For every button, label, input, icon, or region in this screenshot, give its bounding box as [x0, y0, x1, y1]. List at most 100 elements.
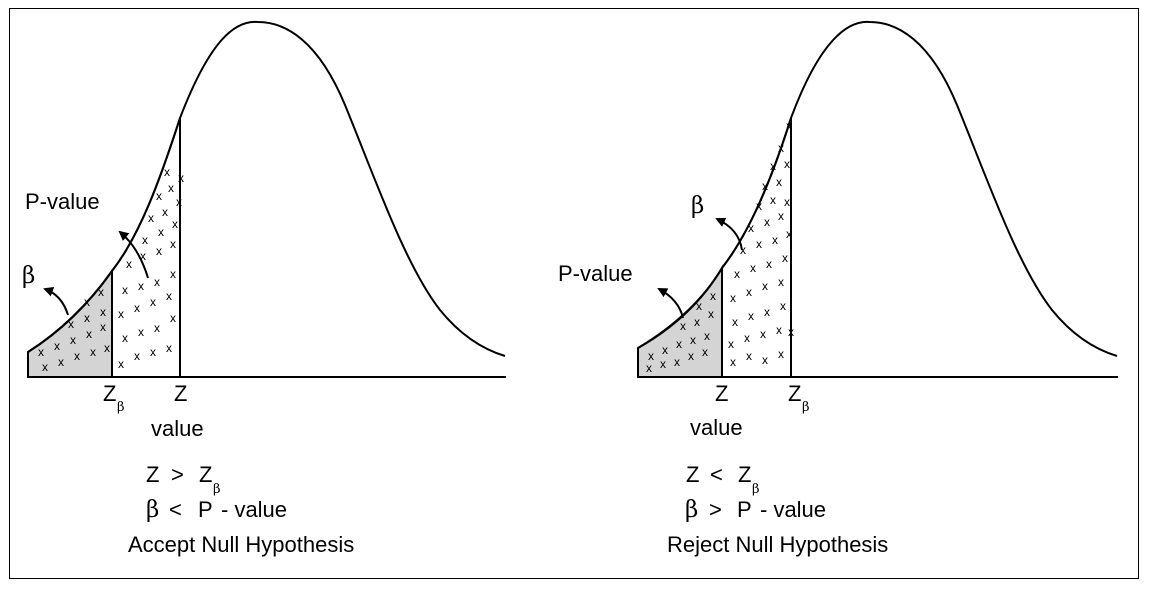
left-hatch-x: x [170, 267, 176, 281]
left-hatch-x: x [154, 275, 160, 289]
left-hatch-x: x [166, 341, 172, 355]
right-hatch-x: x [766, 257, 772, 271]
left-hatch-x: x [162, 205, 168, 219]
left-zbeta-label: Z [103, 381, 116, 406]
right-hatch-x: x [708, 307, 714, 321]
right-hatch-x: x [756, 199, 762, 213]
right-hatch-x: x [646, 361, 652, 375]
right-hatch-x: x [762, 179, 768, 193]
left-condition-value: - value [221, 497, 287, 522]
left-hatch-x: x [156, 244, 162, 258]
right-hatch-x: x [690, 333, 696, 347]
right-hatch-x: x [746, 285, 752, 299]
left-hatch-x: x [138, 325, 144, 339]
right-hatch-x: x [728, 337, 734, 351]
right-hatch-x: x [676, 337, 682, 351]
right-hatch-x: x [750, 261, 756, 275]
left-conclusion: Accept Null Hypothesis [128, 532, 354, 557]
right-value-label: value [690, 415, 743, 440]
left-hatch-x: x [74, 349, 80, 363]
left-pvalue-arrow [118, 230, 149, 279]
right-hatch-x: x [730, 355, 736, 369]
right-hatch-x: x [748, 221, 754, 235]
left-hatch-x: x [126, 257, 132, 271]
right-hatch-x: x [734, 267, 740, 281]
right-hatch-x: x [788, 325, 794, 339]
right-hatch-x: x [732, 315, 738, 329]
right-hatch-x: x [778, 141, 784, 155]
right-hatch-x: x [702, 345, 708, 359]
left-hatch-x: x [58, 355, 64, 369]
right-condition-zbeta: Z [738, 462, 751, 487]
right-hatch-x: x [674, 355, 680, 369]
right-hatch-x: x [782, 251, 788, 265]
right-hatch-x: x [784, 157, 790, 171]
left-hatch-x: x [134, 301, 140, 315]
left-hatch-x: x [38, 345, 44, 359]
left-hatch-x: x [42, 360, 48, 374]
right-hatch-x: x [662, 343, 668, 357]
right-hatch-x: x [710, 289, 716, 303]
right-hatch-x: x [740, 243, 746, 257]
left-hatch-x: x [100, 320, 106, 334]
left-pvalue-label: P-value [25, 189, 100, 214]
right-zbeta-subscript: β [802, 400, 810, 415]
right-hatch-x: x [746, 349, 752, 363]
left-hatch-x: x [140, 249, 146, 263]
left-hatch-x: x [142, 233, 148, 247]
right-hatch-x: x [744, 331, 750, 345]
right-condition-op2: > [709, 497, 722, 522]
left-value-label: value [151, 416, 204, 441]
left-z-label: Z [174, 381, 187, 406]
right-hatch-x: x [680, 319, 686, 333]
right-hatch-x: x [772, 233, 778, 247]
left-hatch-x: x [70, 333, 76, 347]
left-hatch-x: x [176, 195, 182, 209]
right-hatch-x: x [770, 193, 776, 207]
right-hatch-x: x [776, 323, 782, 337]
left-hatch-x: x [86, 327, 92, 341]
right-hatch-x: x [696, 299, 702, 313]
right-hatch-x: x [784, 195, 790, 209]
right-hatch-x: x [778, 347, 784, 361]
right-hatch-x: x [756, 237, 762, 251]
right-hatch-x: x [760, 327, 766, 341]
right-hatch-x: x [778, 275, 784, 289]
left-hatch-x: x [122, 331, 128, 345]
right-bell-curve [637, 20, 1118, 357]
right-condition-op1: < [710, 462, 723, 487]
left-condition-p: P [198, 497, 213, 522]
right-hatch-x: x [778, 209, 784, 223]
left-hatch-x: x [150, 295, 156, 309]
left-condition-z: Z [146, 462, 159, 487]
right-zbeta-label: Z [788, 381, 801, 406]
left-hatch-x: x [118, 357, 124, 371]
left-hatch-x: x [158, 225, 164, 239]
right-hatch-x: x [704, 329, 710, 343]
right-condition-z: Z [686, 462, 699, 487]
right-hatch-x: x [688, 349, 694, 363]
right-hatch-x: x [770, 159, 776, 173]
left-hatch-x: x [84, 295, 90, 309]
right-hatch-x: x [786, 227, 792, 241]
right-beta-label: β [691, 193, 704, 219]
right-hatch-x: x [786, 119, 792, 133]
left-condition-op1: > [171, 462, 184, 487]
right-condition-value: - value [760, 497, 826, 522]
right-hatch-x: x [648, 349, 654, 363]
left-beta-arrow [43, 287, 69, 316]
right-hatch-x: x [730, 291, 736, 305]
left-hatch-x: x [98, 285, 104, 299]
right-hatch-x: x [660, 357, 666, 371]
right-hatch-x: x [764, 215, 770, 229]
left-condition-zbeta-sub: β [213, 482, 221, 497]
left-hatch-x: x [150, 345, 156, 359]
left-hatch-x: x [156, 189, 162, 203]
left-hatch-x: x [166, 289, 172, 303]
right-condition-p: P [737, 497, 752, 522]
right-hatch-x: x [780, 299, 786, 313]
left-hatch-x: x [170, 311, 176, 325]
left-bell-curve [27, 20, 506, 357]
